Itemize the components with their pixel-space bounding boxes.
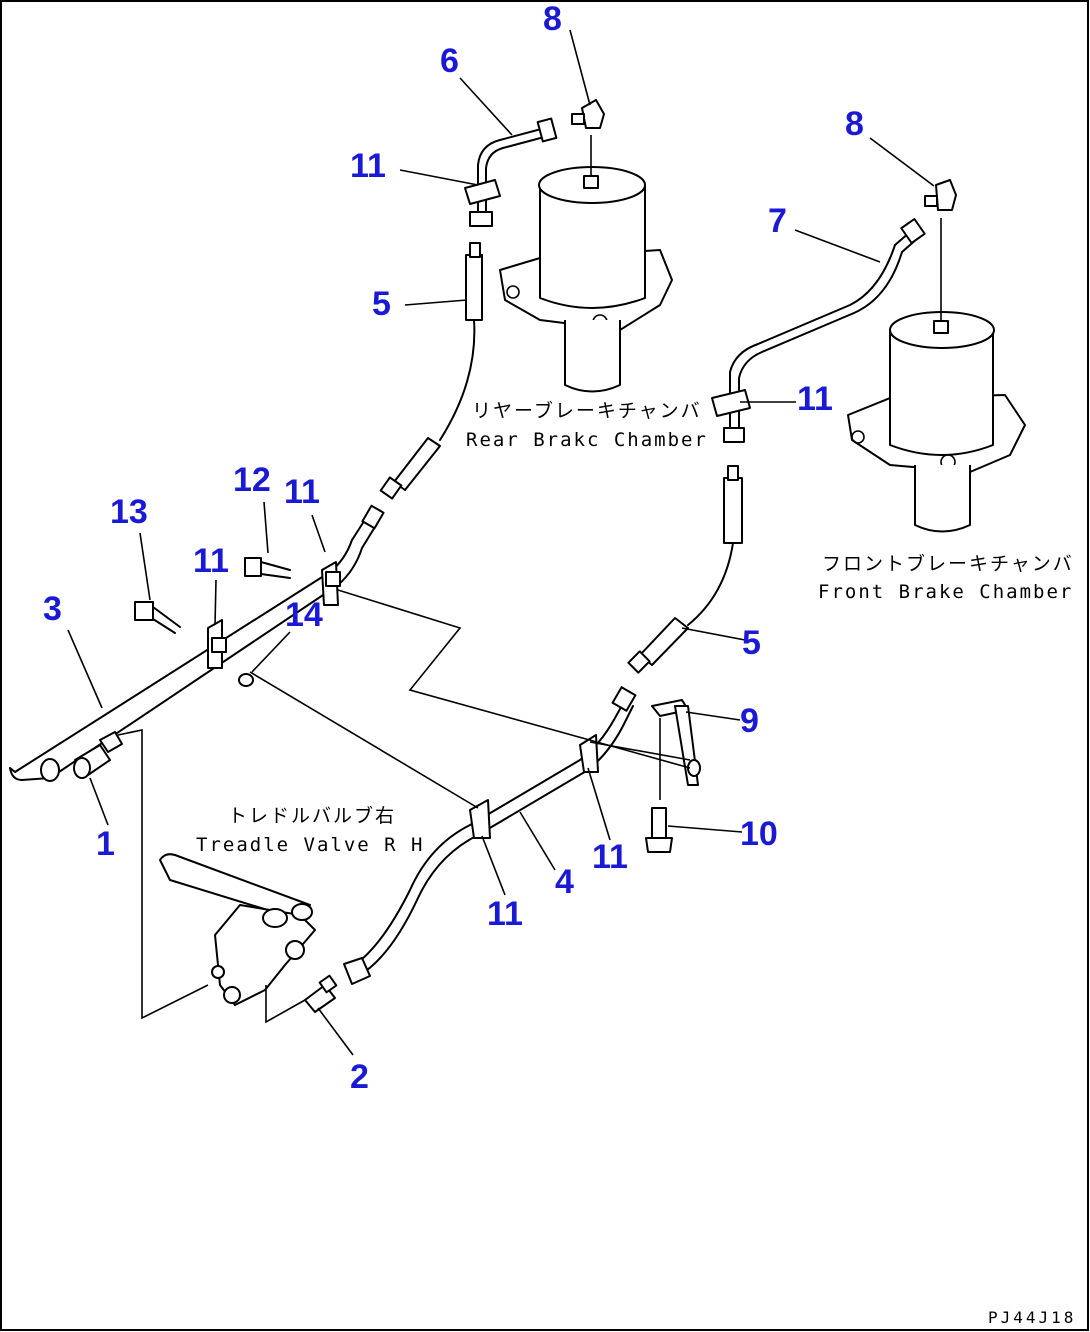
callout-5-rear: 5: [372, 285, 391, 323]
callout-10: 10: [740, 815, 778, 853]
callout-11-tube3-upper: 11: [284, 473, 320, 511]
treadle-valve-label-en: Treadle Valve R H: [196, 834, 424, 856]
callout-2: 2: [350, 1058, 369, 1096]
rear-brake-chamber: [499, 135, 673, 393]
callout-6: 6: [440, 42, 459, 80]
callout-13: 13: [110, 493, 148, 531]
hose-5-front: [627, 465, 743, 674]
tube-3: [9, 504, 385, 782]
callout-8-rear: 8: [543, 0, 562, 38]
rear-chamber-label-en: Rear Brakc Chamber: [466, 429, 708, 451]
hose-5-rear: [379, 242, 483, 500]
tube-7: [711, 218, 926, 443]
fitting-1: [73, 731, 123, 779]
callout-8-front: 8: [845, 105, 864, 143]
front-chamber-label-jp: フロントブレーキチャンバ: [822, 552, 1074, 575]
callout-11-tube4-right: 11: [592, 838, 628, 876]
callout-1: 1: [96, 825, 115, 863]
callout-11-front-tube: 11: [797, 380, 833, 418]
front-brake-chamber: [847, 218, 1026, 533]
captions: リヤーブレーキチャンバ Rear Brakc Chamber フロントブレーキチ…: [196, 399, 1076, 1327]
callout-9: 9: [740, 702, 759, 740]
callout-11-tube3-lower: 11: [193, 542, 229, 580]
callout-7: 7: [768, 202, 787, 240]
front-chamber-label-en: Front Brake Chamber: [818, 581, 1073, 603]
treadle-valve: [159, 853, 316, 1006]
callout-14: 14: [285, 596, 323, 634]
fitting-2: [304, 974, 338, 1013]
treadle-valve-label-jp: トレドルバルブ右: [228, 804, 396, 827]
bolt-10: [645, 718, 673, 853]
elbow-fitting-rear: [571, 99, 605, 129]
drawing-code: PJ44J18: [988, 1308, 1076, 1327]
callout-3: 3: [43, 590, 62, 628]
callout-4: 4: [555, 863, 574, 901]
rear-chamber-label-jp: リヤーブレーキチャンバ: [472, 399, 702, 422]
callout-11-rear-tube: 11: [350, 147, 386, 185]
leader-lines: [67, 29, 935, 1056]
callout-numbers: 8 6 11 5 8 7 11 12 11 13 11 3 14 5 9 10 …: [43, 0, 864, 1096]
bracket-9: [651, 699, 701, 786]
tube-6: [464, 117, 558, 227]
washer-14: [238, 673, 254, 687]
callout-5-front: 5: [742, 624, 761, 662]
callout-12: 12: [233, 461, 271, 499]
bolt-13: [134, 601, 181, 634]
callout-11-tube4-left: 11: [487, 895, 523, 933]
bolt-12: [244, 557, 291, 579]
elbow-fitting-front: [924, 179, 957, 211]
